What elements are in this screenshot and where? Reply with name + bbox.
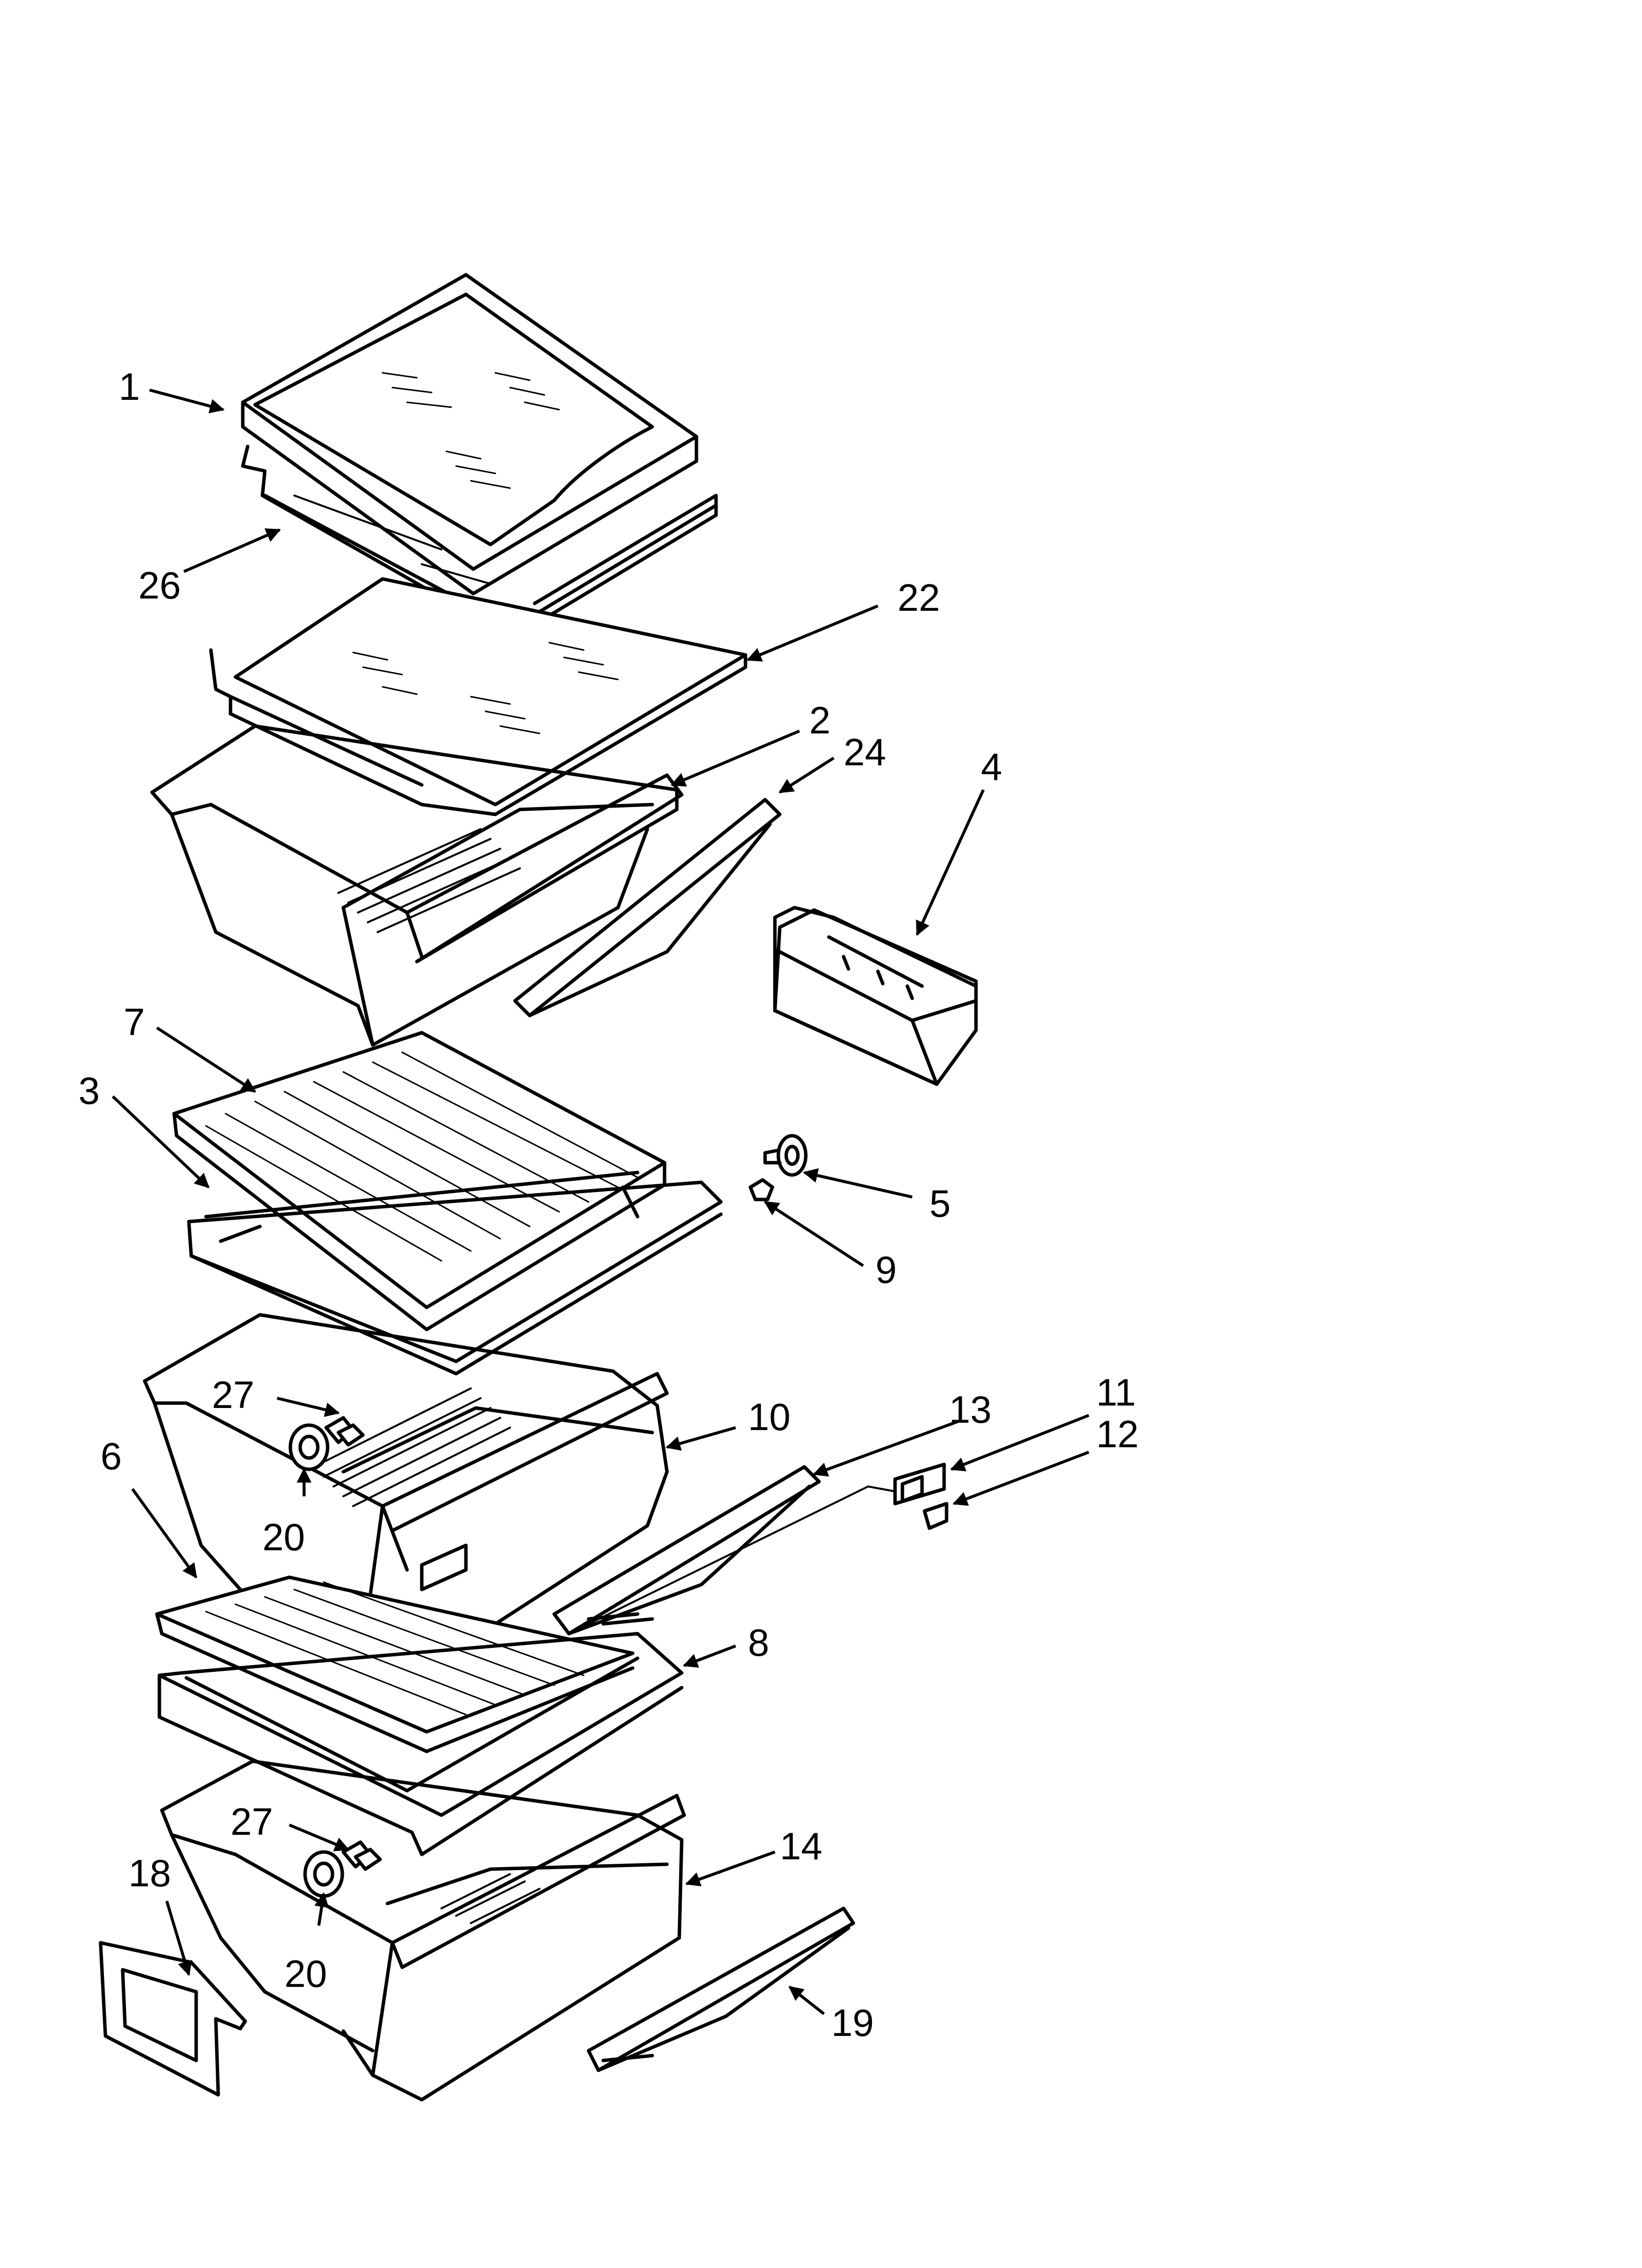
callout-20b: 20 (284, 1952, 327, 1995)
crisper-grill (337, 828, 521, 933)
callout-22: 22 (898, 576, 940, 619)
glass-reflection-lines-lower (205, 1581, 585, 1716)
callout-1: 1 (119, 365, 140, 408)
callout-8: 8 (748, 1621, 769, 1664)
callout-6: 6 (101, 1434, 122, 1478)
callout-18: 18 (128, 1851, 171, 1895)
part-3-cover-frame[interactable] (187, 1171, 723, 1376)
part-9-bolt[interactable] (748, 1178, 774, 1201)
callout-14: 14 (780, 1825, 822, 1868)
part-20-roller-wheel[interactable] (288, 1423, 330, 1471)
part-7-crisper-cover-glass[interactable] (172, 1031, 667, 1331)
callout-2: 2 (809, 699, 830, 742)
part-4-storage-bin[interactable] (773, 906, 978, 1086)
callout-27a: 27 (212, 1373, 255, 1416)
part-2-crisper-drawer[interactable] (150, 724, 684, 1047)
part-11-clip[interactable] (893, 1462, 946, 1506)
callout-9: 9 (875, 1248, 897, 1291)
crisper-grill-lower (313, 1387, 511, 1507)
part-12-bracket[interactable] (923, 1502, 949, 1530)
part-8-cover-frame[interactable] (157, 1632, 684, 1856)
part-1-glass-shelf[interactable] (241, 273, 698, 596)
callout-11: 11 (1096, 1371, 1136, 1414)
part-6-crisper-cover-glass[interactable] (155, 1575, 635, 1753)
callout-19: 19 (831, 2001, 874, 2044)
callout-24: 24 (844, 730, 886, 774)
callout-12: 12 (1096, 1412, 1139, 1456)
part-27-roller-axle[interactable] (324, 1416, 365, 1447)
part-22-glass-shelf[interactable] (209, 577, 747, 816)
callout-26: 26 (138, 564, 181, 607)
part-20-roller-wheel-lower[interactable] (303, 1850, 344, 1898)
callout-labels: 1 26 22 2 24 4 7 3 5 9 27 10 13 11 12 6 … (78, 365, 1139, 2044)
callout-20a: 20 (262, 1515, 305, 1559)
part-19-drawer-handle[interactable] (587, 1906, 855, 2072)
callout-13: 13 (949, 1388, 992, 1431)
part-13-drawer-handle[interactable] (552, 1465, 821, 1636)
glass-reflection-lines (205, 1051, 639, 1262)
part-24-drawer-handle[interactable] (513, 798, 782, 1017)
callout-7: 7 (124, 1000, 145, 1043)
leader-lines (111, 389, 1090, 2015)
callout-5: 5 (929, 1182, 950, 1225)
part-14-crisper-drawer[interactable] (160, 1759, 686, 2102)
callout-10: 10 (748, 1395, 791, 1438)
callout-4: 4 (981, 745, 1002, 788)
callout-27b: 27 (231, 1800, 273, 1843)
callout-3: 3 (78, 1069, 100, 1112)
part-18-label-holder[interactable] (99, 1941, 247, 2097)
part-27-roller-axle-lower[interactable] (341, 1840, 382, 1871)
part-5-roller[interactable] (763, 1134, 808, 1177)
